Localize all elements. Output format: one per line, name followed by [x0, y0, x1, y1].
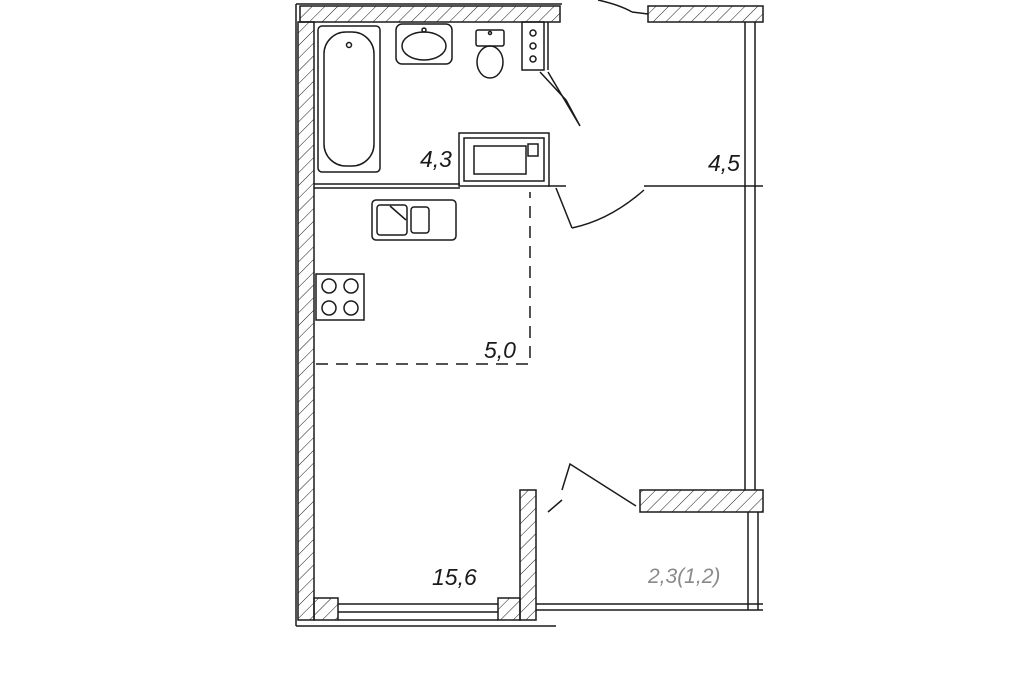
wall-top-right	[647, 5, 764, 23]
bathroom-area-label: 4,3	[420, 146, 452, 172]
washbasin	[395, 23, 453, 65]
wall-top-left	[299, 5, 561, 23]
kitchen-area-label: 5,0	[484, 337, 516, 363]
balcony-door	[547, 462, 637, 513]
toilet	[475, 29, 505, 79]
living-room-area-label: 15,6	[432, 564, 477, 590]
washing-machine	[458, 132, 550, 187]
wall-balcony-top	[639, 489, 764, 513]
balcony-area-label: 2,3(1,2)	[648, 565, 721, 588]
bathtub	[317, 25, 381, 173]
wall-bottom-mid	[497, 597, 521, 621]
kitchen-sink	[371, 199, 457, 241]
stove	[315, 273, 365, 321]
bathroom-door	[539, 71, 581, 127]
hallway-area-label: 4,5	[708, 150, 740, 176]
utility-riser	[521, 21, 545, 71]
entrance-door	[597, 0, 649, 15]
kitchen-zone-boundary	[316, 192, 531, 365]
wall-left	[297, 21, 315, 621]
wall-bottom-left	[313, 597, 339, 621]
wall-balcony-left	[519, 489, 537, 621]
hall-door	[555, 187, 645, 229]
